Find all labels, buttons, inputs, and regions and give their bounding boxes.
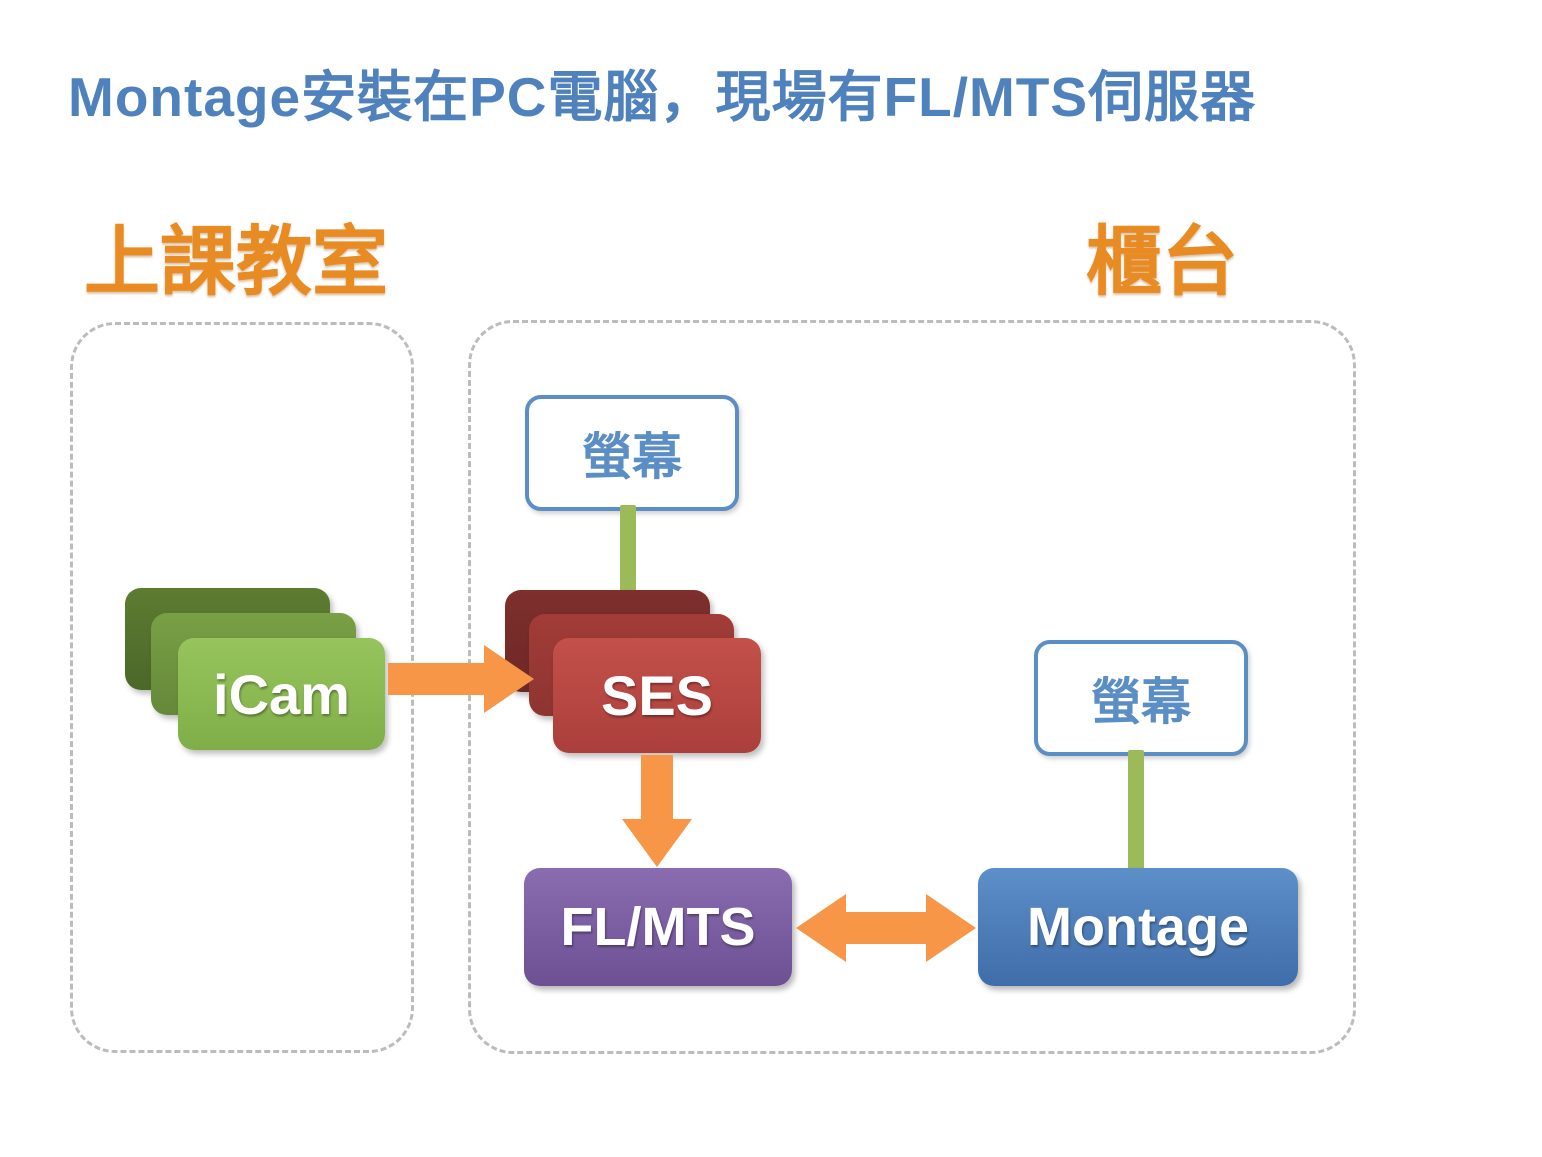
arrow-flmts-montage-right-head xyxy=(926,894,976,962)
arrow-flmts-montage-bar xyxy=(840,912,932,944)
flmts-node-label: FL/MTS xyxy=(560,897,756,957)
montage-node-label: Montage xyxy=(1027,897,1249,957)
icam-node: iCam xyxy=(178,638,385,750)
screen-node-ses: 螢幕 xyxy=(525,395,739,511)
screen-node-montage-label: 螢幕 xyxy=(1091,674,1191,730)
section-heading-counter: 櫃台 xyxy=(1086,220,1238,305)
ses-node: SES xyxy=(553,638,761,753)
section-heading-classroom: 上課教室 xyxy=(84,220,388,305)
arrow-icam-to-ses-head xyxy=(484,645,534,713)
arrow-ses-to-flmts-head xyxy=(622,819,692,867)
arrow-icam-to-ses-icon xyxy=(388,645,534,713)
ses-node-label: SES xyxy=(600,664,714,727)
arrow-ses-to-flmts-icon xyxy=(622,755,692,868)
connector-screen-to-montage xyxy=(1128,750,1144,872)
arrow-flmts-montage-left-head xyxy=(796,894,846,962)
screen-node-montage: 螢幕 xyxy=(1034,640,1248,756)
montage-node: Montage xyxy=(978,868,1298,986)
slide-title: Montage安裝在PC電腦，現場有FL/MTS伺服器 xyxy=(68,66,1257,128)
arrow-icam-to-ses-bar xyxy=(388,663,488,695)
screen-node-ses-label: 螢幕 xyxy=(582,429,682,485)
icam-node-label: iCam xyxy=(213,662,350,726)
connector-screen-to-ses xyxy=(620,505,636,615)
flmts-node: FL/MTS xyxy=(524,868,792,986)
arrow-ses-to-flmts-bar xyxy=(641,755,673,823)
arrow-flmts-montage-double-icon xyxy=(796,894,976,962)
